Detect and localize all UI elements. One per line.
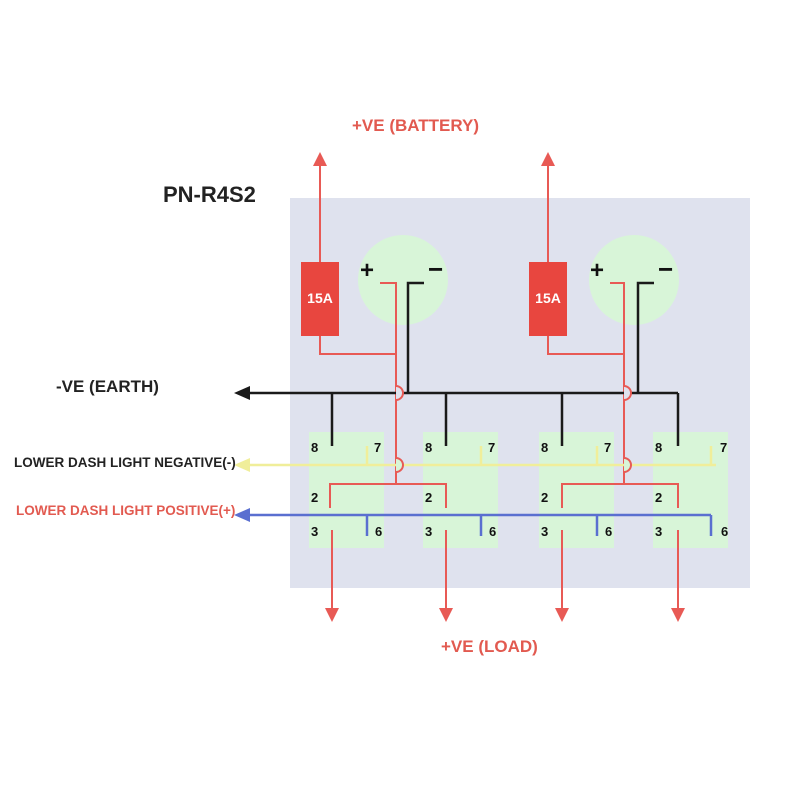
switch-4-pin-8: 8 — [655, 440, 662, 455]
switch-2-pin-3: 3 — [425, 524, 432, 539]
fuse-left-output-wire — [319, 336, 396, 355]
terminal-right-negative-wire — [636, 281, 654, 393]
switch-4-pin-7: 7 — [720, 440, 727, 455]
switch-3-pin-8: 8 — [541, 440, 548, 455]
switch-2 — [423, 432, 498, 548]
crossover-left-earth — [395, 385, 404, 401]
switch-4-pins: 8 7 2 3 6 — [655, 440, 728, 539]
terminal-right-plus: + — [590, 257, 604, 284]
terminal-right-positive-wire — [610, 282, 625, 484]
switch-1-pin-8: 8 — [311, 440, 318, 455]
battery-feed-right — [541, 152, 555, 262]
switch-1-2-feed — [329, 483, 396, 508]
earth-label: -VE (EARTH) — [56, 377, 159, 396]
load-output-4 — [671, 530, 685, 622]
switch-2-pin-8: 8 — [425, 440, 432, 455]
switch-4-pin-2: 2 — [655, 490, 662, 505]
switch-2-pin-7: 7 — [488, 440, 495, 455]
dash-positive-bus — [234, 508, 713, 536]
switch-4-pin-3: 3 — [655, 524, 662, 539]
fuse-left-rating: 15A — [307, 290, 333, 306]
switch-2-feed — [396, 483, 447, 508]
switch-1 — [309, 432, 384, 548]
switch-1-pin-6: 6 — [375, 524, 382, 539]
switch-2-pin-6: 6 — [489, 524, 496, 539]
terminal-left — [358, 235, 448, 325]
crossover-right-negative — [623, 457, 632, 473]
earth-bus — [234, 386, 680, 446]
switch-2-pin-2: 2 — [425, 490, 432, 505]
switch-3 — [539, 432, 614, 548]
switch-4 — [653, 432, 728, 548]
terminal-left-plus: + — [360, 257, 374, 284]
fuse-left: 15A — [301, 262, 339, 336]
switch-1-pins: 8 7 2 3 6 — [311, 440, 382, 539]
terminal-left-positive-wire — [380, 282, 397, 484]
switch-4-feed — [624, 483, 679, 508]
terminal-left-negative-wire — [406, 281, 424, 393]
switch-1-pin-7: 7 — [374, 440, 381, 455]
dash-negative-label: LOWER DASH LIGHT NEGATIVE(-) — [14, 455, 236, 470]
battery-feed-left — [313, 152, 327, 262]
switch-3-pin-3: 3 — [541, 524, 548, 539]
load-output-3 — [555, 530, 569, 622]
switch-3-pin-2: 2 — [541, 490, 548, 505]
dash-negative-bus — [234, 446, 716, 472]
terminal-left-minus: − — [428, 254, 443, 284]
terminal-right-minus: − — [658, 254, 673, 284]
diagram-title: PN-R4S2 — [163, 182, 256, 207]
switch-1-pin-3: 3 — [311, 524, 318, 539]
fuse-right: 15A — [529, 262, 567, 336]
fuse-right-output-wire — [547, 336, 624, 355]
switch-2-pins: 8 7 2 3 6 — [425, 440, 496, 539]
switch-3-pin-7: 7 — [604, 440, 611, 455]
load-output-2 — [439, 530, 453, 622]
crossover-left-negative — [395, 457, 404, 473]
crossover-right-earth — [623, 385, 632, 401]
terminal-right — [589, 235, 679, 325]
load-label: +VE (LOAD) — [441, 637, 538, 656]
switch-3-pins: 8 7 2 3 6 — [541, 440, 612, 539]
dash-positive-label: LOWER DASH LIGHT POSITIVE(+) — [16, 503, 235, 518]
switch-4-pin-6: 6 — [721, 524, 728, 539]
load-output-1 — [325, 530, 339, 622]
fuse-right-rating: 15A — [535, 290, 561, 306]
switch-1-pin-2: 2 — [311, 490, 318, 505]
switch-3-feed — [561, 483, 624, 508]
switch-3-pin-6: 6 — [605, 524, 612, 539]
battery-label: +VE (BATTERY) — [352, 116, 479, 135]
